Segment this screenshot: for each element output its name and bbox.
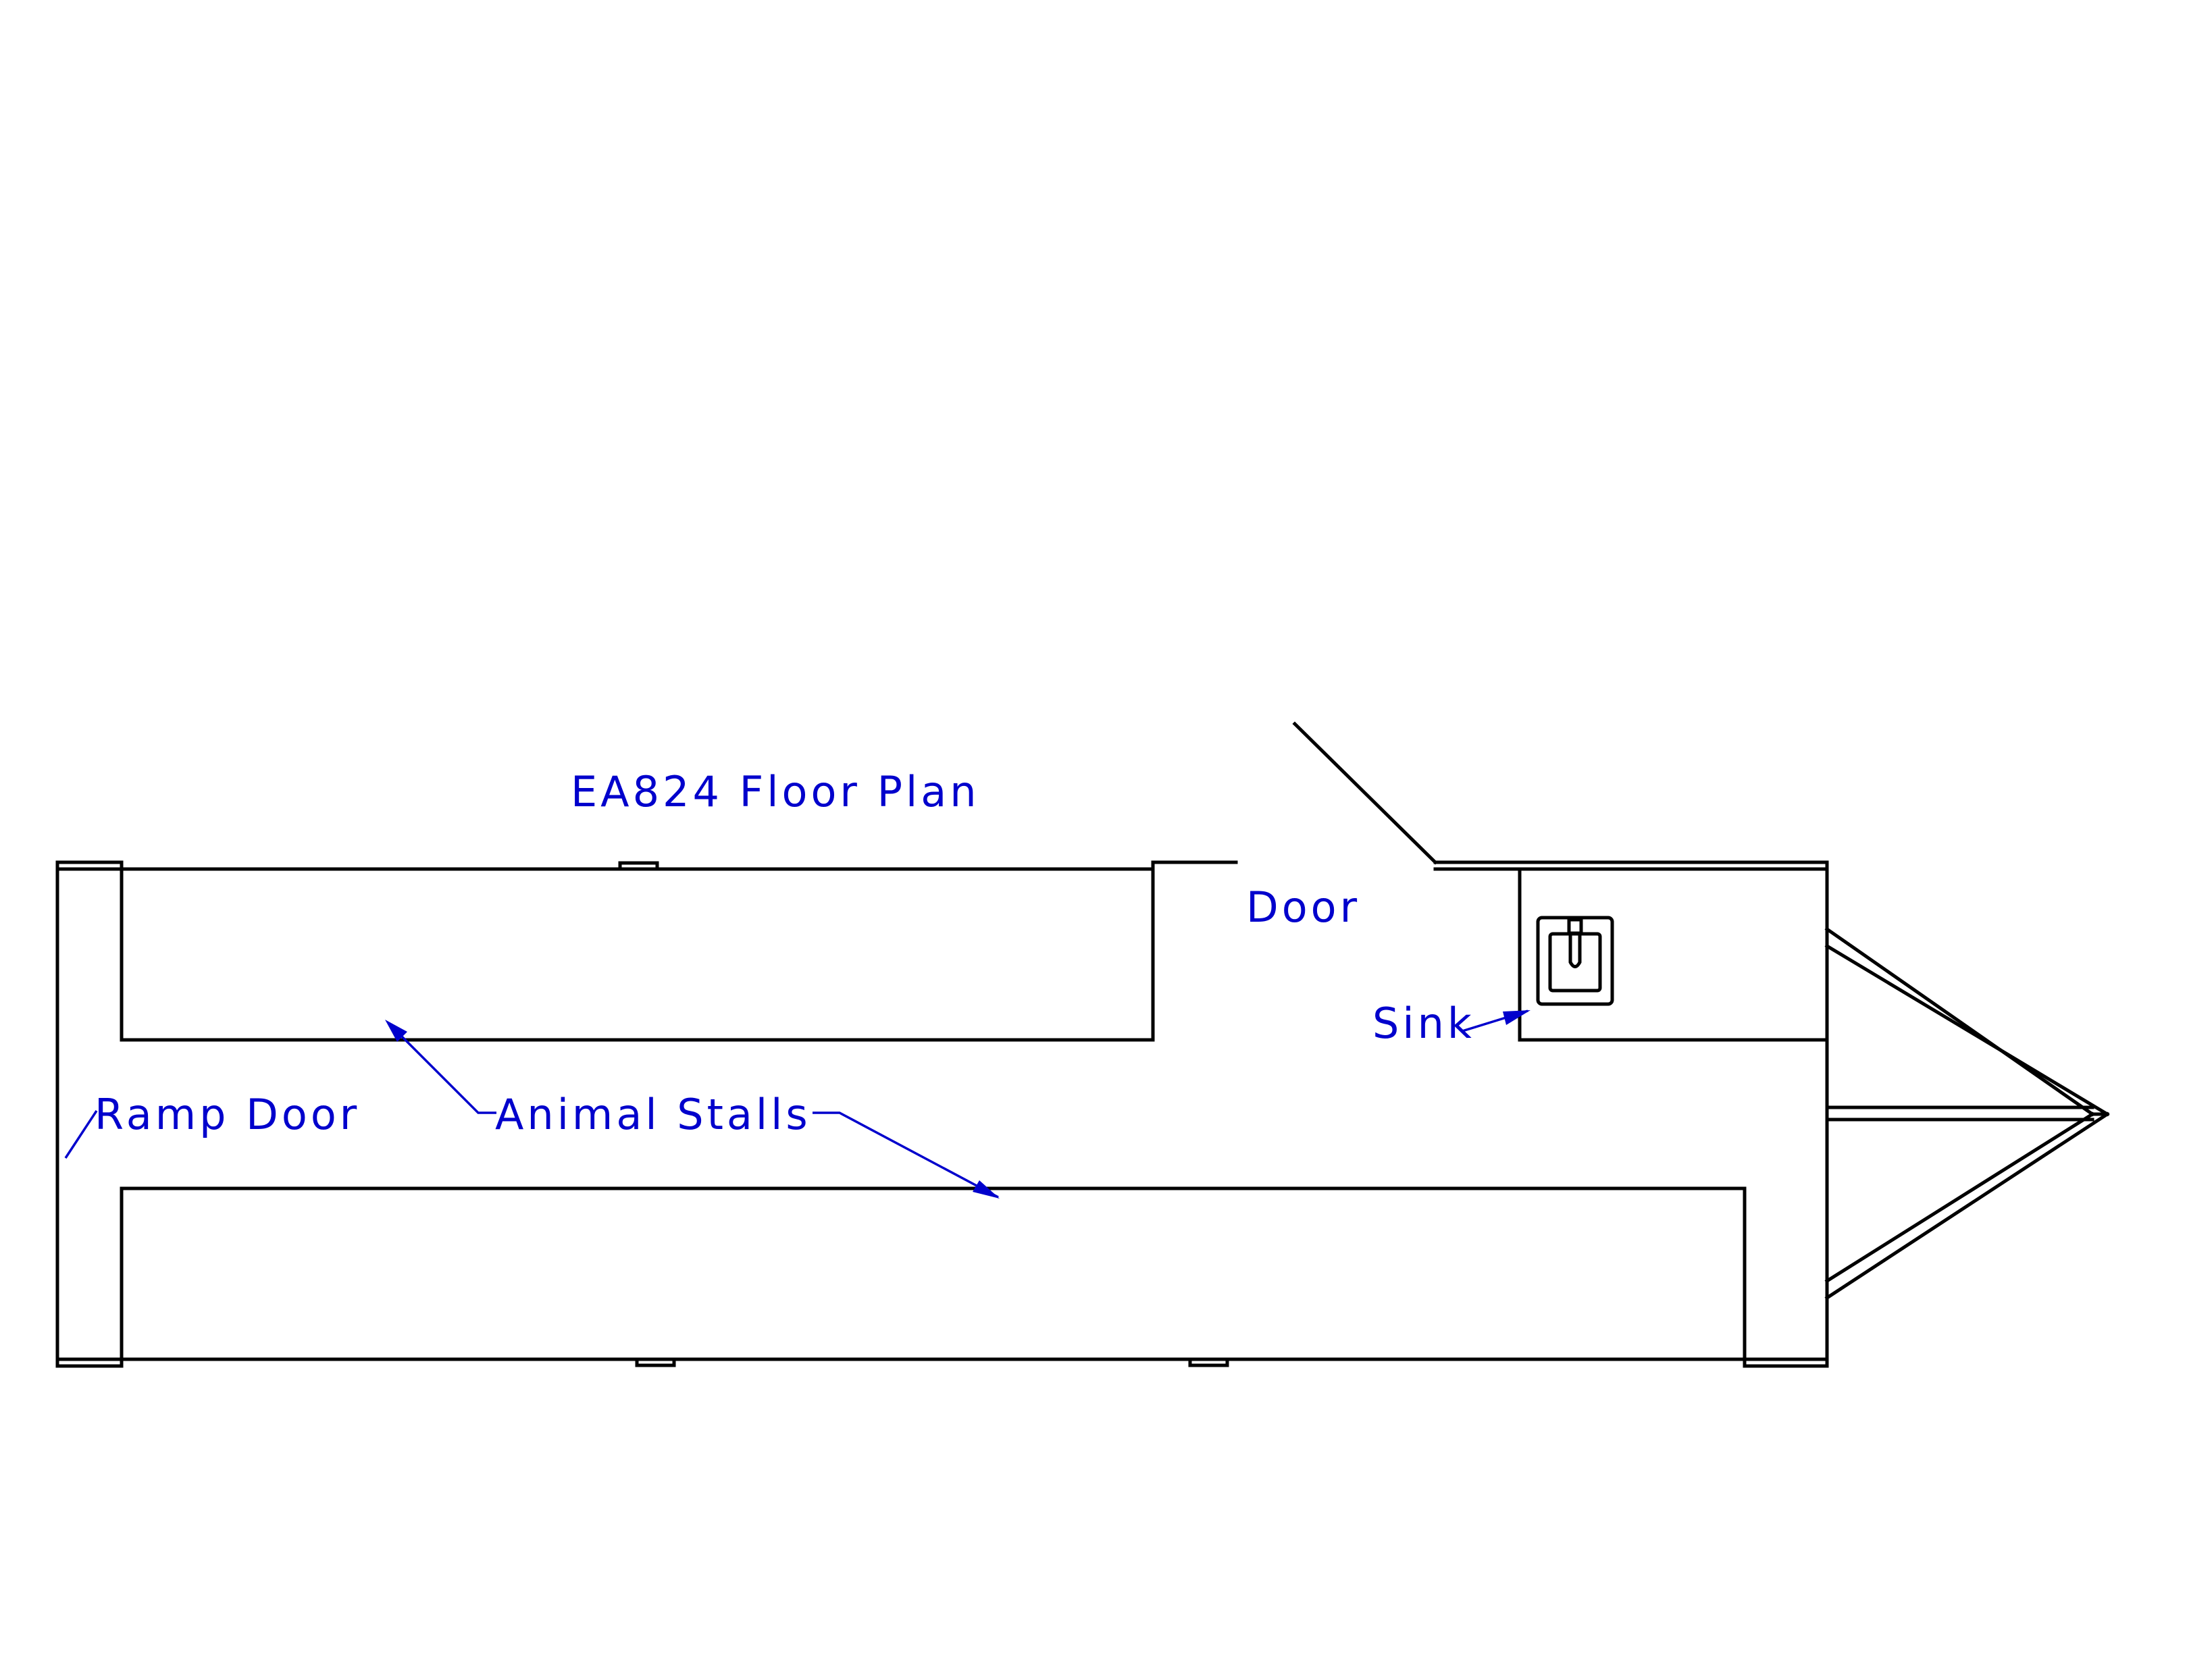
ramp-door-leader [64, 1110, 98, 1159]
wall-tab-top [618, 861, 659, 871]
corner-post-rear-top [55, 860, 124, 871]
corner-post-front-bottom [1743, 1357, 1829, 1368]
animal-stalls-leader-upper [387, 1022, 496, 1114]
corner-post-rear-bottom [55, 1357, 124, 1368]
lower-stall [120, 1186, 1747, 1361]
sink-basin-outer [1536, 916, 1614, 1006]
arrow-lower-stall [973, 1180, 1000, 1199]
sink-label: Sink [1372, 999, 1475, 1048]
sink-fixture [1536, 916, 1614, 1006]
trailer-outline [55, 860, 1829, 1368]
side-door-panel [1292, 721, 1438, 865]
wall-tab-bottom-2 [1188, 1357, 1229, 1367]
sink-basin-inner [1548, 932, 1602, 993]
annotation-labels: EA824 Floor Plan Door Sink Ramp Door Ani… [95, 767, 1475, 1139]
upper-stall [120, 860, 1238, 1042]
door-label: Door [1246, 883, 1360, 932]
wall-tab-bottom-1 [635, 1357, 676, 1367]
page-title: EA824 Floor Plan [571, 767, 980, 816]
arrow-sink [1503, 1010, 1530, 1025]
animal-stalls-leader-lower [813, 1111, 999, 1199]
animal-stalls-label: Animal Stalls [495, 1090, 811, 1139]
annotation-leaders [64, 1009, 1530, 1199]
trailer-tongue [1824, 926, 2110, 1301]
ramp-door-label: Ramp Door [95, 1090, 360, 1139]
front-compartment [1518, 867, 1829, 1042]
arrow-upper-stall [385, 1020, 407, 1042]
sink-spout [1568, 931, 1582, 968]
sink-faucet [1567, 918, 1583, 935]
